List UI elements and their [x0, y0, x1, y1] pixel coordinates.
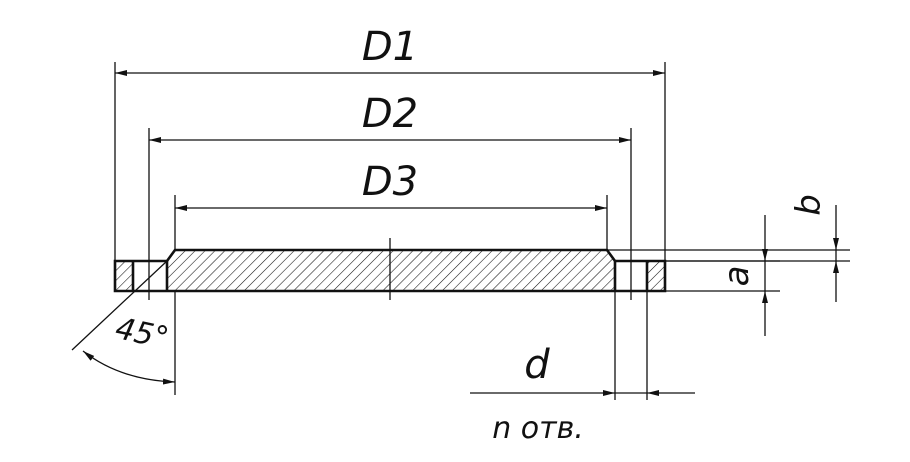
- label-a: a: [717, 266, 757, 287]
- label-angle: 45°: [112, 311, 171, 356]
- label-b: b: [789, 194, 829, 216]
- dimension-d1: D1: [115, 24, 665, 76]
- dimension-b: b: [789, 194, 839, 302]
- angle-arc: [82, 350, 176, 385]
- dimension-d3: D3: [175, 159, 607, 211]
- label-holes: n отв.: [492, 411, 584, 446]
- label-d2: D2: [362, 91, 418, 137]
- label-d1: D1: [362, 24, 418, 70]
- flange-section: [113, 238, 667, 300]
- center-plate-section: [167, 250, 615, 291]
- left-rim-section: [115, 261, 133, 291]
- right-rim-section: [647, 261, 665, 291]
- angle-extension-line: [71, 260, 168, 351]
- dimension-a: a: [717, 215, 768, 336]
- extension-lines: [114, 62, 850, 400]
- dimension-hole-diameter: d n отв.: [470, 342, 695, 446]
- dimension-d2: D2: [149, 91, 631, 143]
- label-d: d: [524, 342, 550, 388]
- label-d3: D3: [362, 159, 418, 205]
